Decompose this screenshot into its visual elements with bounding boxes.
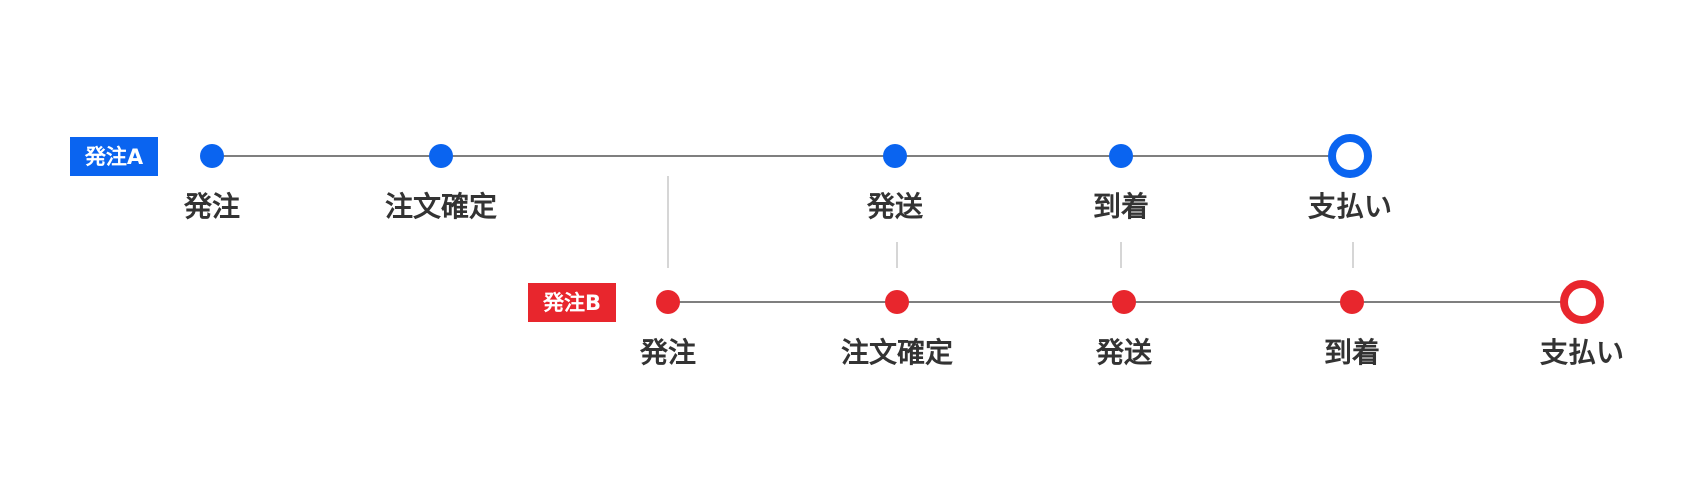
badge-order-b (528, 283, 616, 322)
step-a-order-dot (200, 144, 224, 168)
badge-order-b-label: 発注B (542, 291, 601, 315)
step-a-confirm-dot (429, 144, 453, 168)
step-b-arrive-label: 到着 (1324, 336, 1380, 369)
step-a-confirm-label: 注文確定 (385, 190, 497, 223)
step-a-payment-ring (1328, 134, 1372, 178)
badge-order-a-label: 発注A (84, 145, 144, 169)
step-b-payment-label: 支払い (1540, 336, 1624, 369)
step-a-arrive-dot (1109, 144, 1133, 168)
badge-order-a (70, 137, 158, 176)
timeline-order-b: 発注B 発注 注文確定 発送 到着 支払い (528, 280, 1624, 369)
step-a-order-label: 発注 (183, 190, 240, 223)
step-b-order-label: 発注 (639, 336, 696, 369)
step-b-ship-label: 発送 (1095, 336, 1152, 369)
step-a-ship-label: 発送 (866, 190, 923, 223)
step-a-arrive-label: 到着 (1093, 190, 1149, 223)
step-b-order-dot (656, 290, 680, 314)
step-b-payment-ring (1560, 280, 1604, 324)
step-b-confirm-label: 注文確定 (841, 336, 953, 369)
connectors (667, 176, 1354, 268)
step-b-confirm-dot (885, 290, 909, 314)
timeline-order-a: 発注A 発注 注文確定 発送 到着 支払い (70, 134, 1392, 223)
step-b-arrive-dot (1340, 290, 1364, 314)
step-a-payment-label: 支払い (1308, 190, 1392, 223)
step-a-ship-dot (883, 144, 907, 168)
step-b-ship-dot (1112, 290, 1136, 314)
